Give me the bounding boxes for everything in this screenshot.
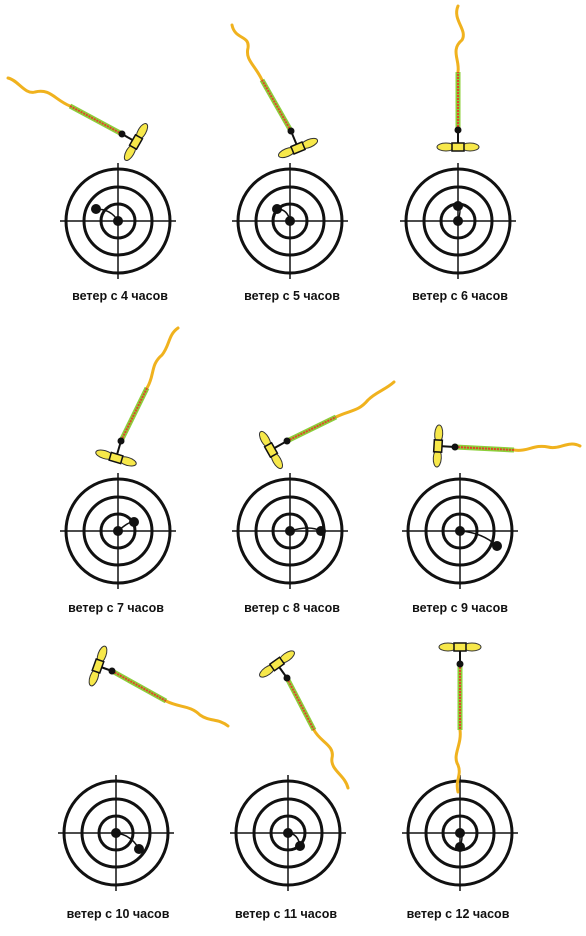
propeller-hub (268, 656, 286, 672)
bullet-hit-icon (492, 541, 502, 551)
panel-caption: ветер с 12 часов (407, 907, 510, 921)
propeller-icon (432, 424, 444, 468)
wind-indicator-pivot (108, 667, 116, 675)
wind-indicator-icon (258, 380, 396, 470)
wind-rope-tail (164, 699, 230, 728)
wind-rope-stripe-red (286, 677, 315, 731)
propeller-hub (128, 133, 144, 151)
panel-caption: ветер с 9 часов (412, 601, 508, 615)
target-icon (58, 775, 174, 891)
wind-rope-stripe-red (69, 105, 123, 135)
target-icon (402, 775, 518, 891)
wind-indicator-pivot (456, 660, 464, 668)
wind-indicator-icon (6, 76, 149, 161)
panel-caption: ветер с 10 часов (67, 907, 170, 921)
wind-indicator-icon (88, 645, 230, 728)
wind-rope-stripe-red (261, 79, 292, 132)
panel-caption: ветер с 8 часов (244, 601, 340, 615)
bullet-hit-icon (91, 204, 101, 214)
propeller-hub (91, 658, 105, 674)
wind-indicator-pivot (117, 437, 125, 445)
wind-rope-tail (312, 728, 350, 790)
wind-indicator-icon (438, 642, 482, 794)
wind-indicator-pivot (287, 127, 295, 135)
target-icon (230, 775, 346, 891)
propeller-icon (259, 650, 295, 678)
target-icon (402, 473, 518, 589)
target-icon (400, 163, 516, 279)
wind-rope-stripe-green (454, 444, 515, 453)
panel-wind-11: ветер с 11 часов (230, 650, 350, 921)
panel-wind-12: ветер с 12 часов (402, 642, 518, 921)
bullet-hit-icon (129, 517, 139, 527)
propeller-icon (277, 137, 319, 159)
wind-rope-tail (512, 442, 582, 452)
panel-wind-5: ветер с 5 часов (230, 23, 348, 303)
wind-rope-tail (230, 23, 264, 82)
panel-caption: ветер с 5 часов (244, 289, 340, 303)
wind-rope-stripe-green (68, 103, 124, 137)
target-icon (60, 163, 176, 279)
propeller-hub (108, 451, 124, 465)
wind-indicator-icon (230, 23, 319, 159)
wind-rope-tail (334, 380, 396, 419)
wind-indicator-pivot (283, 674, 291, 682)
wind-indicator-pivot (118, 130, 126, 138)
bullet-hit-icon (134, 844, 144, 854)
wind-indicator-icon (259, 650, 350, 790)
wind-indicator-icon (95, 326, 180, 467)
propeller-hub (453, 642, 467, 652)
wind-rope-stripe-red (120, 387, 148, 442)
panel-wind-4: ветер с 4 часов (6, 76, 176, 303)
target-icon (232, 163, 348, 279)
wind-rope-stripe-red (286, 416, 337, 442)
panel-wind-10: ветер с 10 часов (58, 645, 230, 921)
wind-rope-stripe-green (118, 386, 150, 443)
propeller-hub (432, 438, 444, 454)
bullet-hit-icon (295, 841, 305, 851)
target-icon (60, 473, 176, 589)
panel-wind-8: ветер с 8 часов (232, 380, 396, 615)
wind-rope-tail (454, 728, 462, 794)
wind-rope-tail (454, 4, 465, 74)
bullet-hit-icon (272, 204, 282, 214)
panel-wind-7: ветер с 7 часов (60, 326, 180, 615)
propeller-hub (263, 441, 279, 459)
wind-indicator-pivot (451, 443, 459, 451)
panel-caption: ветер с 7 часов (68, 601, 164, 615)
propeller-icon (95, 449, 137, 467)
wind-indicator-pivot (454, 126, 462, 134)
propeller-icon (123, 123, 149, 161)
wind-rope-stripe-red (111, 670, 167, 702)
propeller-icon (436, 142, 480, 152)
wind-indicator-icon (436, 4, 480, 152)
propeller-icon (88, 645, 108, 687)
bullet-hit-icon (455, 842, 465, 852)
propeller-hub (451, 142, 465, 152)
wind-indicator-icon (432, 424, 582, 468)
panel-wind-6: ветер с 6 часов (400, 4, 516, 303)
panel-caption: ветер с 6 часов (412, 289, 508, 303)
panel-caption: ветер с 4 часов (72, 289, 168, 303)
wind-rope-tail (145, 326, 180, 390)
propeller-icon (438, 642, 482, 652)
panel-caption: ветер с 11 часов (235, 907, 337, 921)
wind-indicator-pivot (283, 437, 291, 445)
target-icon (232, 473, 348, 589)
propeller-hub (289, 141, 307, 155)
wind-rope-stripe-red (454, 446, 515, 451)
wind-rope-tail (6, 76, 72, 108)
bullet-hit-icon (453, 201, 463, 211)
bullet-hit-icon (316, 526, 326, 536)
propeller-icon (258, 430, 284, 470)
panel-wind-9: ветер с 9 часов (402, 424, 582, 615)
